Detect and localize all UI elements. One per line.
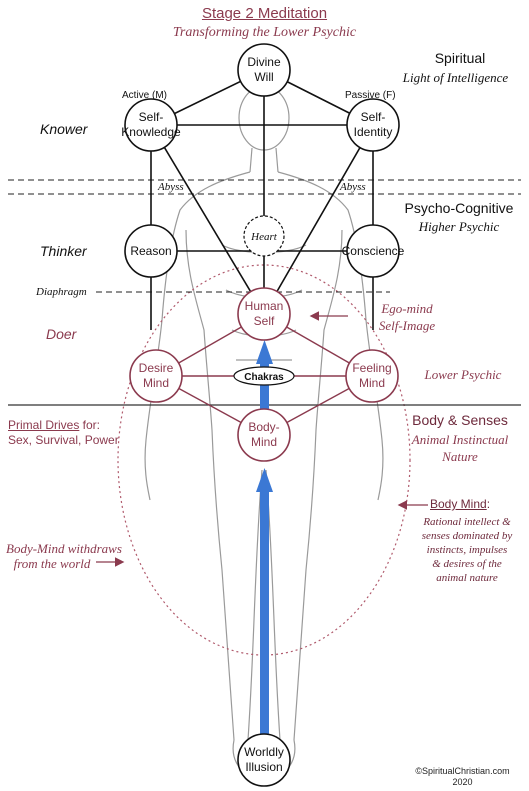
- body-mind-note-colon: :: [486, 497, 491, 511]
- copyright-line-2: 2020: [452, 777, 473, 787]
- desire-mind-label-2: Mind: [143, 376, 169, 390]
- page-subtitle: Transforming the Lower Psychic: [172, 25, 357, 40]
- passive-label: Passive (F): [345, 90, 396, 101]
- node-self-identity: [346, 98, 400, 152]
- heart-label: Heart: [250, 231, 278, 243]
- self-identity-label-2: Identity: [354, 125, 393, 139]
- body-mind-note-title-text: Body Mind: [430, 497, 487, 511]
- lower-psychic-label: Lower Psychic: [424, 367, 502, 382]
- active-label: Active (M): [122, 90, 167, 101]
- body-mind-desc-1: Rational intellect &: [423, 516, 511, 528]
- node-heart: [243, 215, 285, 257]
- node-desire-mind: [129, 349, 183, 403]
- body-mind-desc-2: senses dominated by: [421, 530, 513, 542]
- reason-label: Reason: [130, 244, 171, 258]
- body-senses-subtitle-2: Nature: [442, 449, 478, 464]
- page-title: Stage 2 Meditation: [201, 5, 328, 22]
- worldly-illusion-label-1: Worldly: [244, 745, 284, 759]
- primal-drives-suffix: for:: [79, 418, 101, 432]
- body-mind-label-1: Body-: [248, 420, 279, 434]
- upward-arrow-icon: [256, 340, 273, 743]
- self-knowledge-label-1: Self-: [139, 110, 164, 124]
- spiritual-title: Spiritual: [434, 50, 486, 66]
- abyss-left-label: Abyss: [158, 181, 184, 193]
- node-reason: [124, 224, 178, 278]
- self-identity-label-1: Self-: [361, 110, 386, 124]
- body-mind-desc-4: & desires of the: [432, 558, 502, 570]
- divine-will-label-1: Divine: [247, 55, 281, 69]
- abyss-right-label: Abyss: [340, 181, 366, 193]
- body-mind-label-2: Mind: [251, 435, 277, 449]
- feeling-mind-label-1: Feeling: [352, 361, 391, 375]
- node-worldly-illusion: [237, 733, 291, 787]
- copyright: ©SpiritualChristian.com 2020: [400, 766, 525, 788]
- self-knowledge-label-2: Knowledge: [121, 125, 181, 139]
- node-human-self: [237, 287, 291, 341]
- node-feeling-mind: [345, 349, 399, 403]
- ego-mind-label: Ego-mind: [381, 301, 433, 316]
- primal-drives-line-1: Primal Drives for:: [8, 418, 100, 433]
- withdraws-line-2: from the world: [13, 556, 91, 571]
- self-image-label: Self-Image: [378, 318, 436, 333]
- primal-drives-title: Primal Drives: [8, 418, 80, 432]
- desire-mind-label-1: Desire: [139, 361, 174, 375]
- body-mind-note-title: Body Mind:: [430, 497, 490, 511]
- node-chakras: [233, 366, 295, 386]
- node-divine-will: [237, 43, 291, 97]
- human-self-label-2: Self: [254, 314, 275, 328]
- human-self-label-1: Human: [245, 299, 284, 313]
- conscience-label: Conscience: [342, 244, 405, 258]
- node-conscience: [346, 224, 400, 278]
- body-mind-note-desc: Rational intellect & senses dominated by…: [408, 515, 526, 585]
- withdraws-line-1: Body-Mind withdraws: [6, 541, 122, 556]
- node-body-mind: [237, 408, 291, 462]
- worldly-illusion-label-2: Illusion: [245, 760, 282, 774]
- thinker-label: Thinker: [40, 243, 87, 259]
- body-mind-desc-5: animal nature: [436, 572, 498, 584]
- copyright-line-1: ©SpiritualChristian.com: [415, 766, 510, 776]
- body-senses-subtitle-1: Animal Instinctual: [411, 432, 509, 447]
- body-senses-title: Body & Senses: [412, 412, 508, 428]
- doer-label: Doer: [46, 326, 77, 342]
- psycho-cognitive-title: Psycho-Cognitive: [404, 200, 514, 216]
- node-self-knowledge: [124, 98, 178, 152]
- body-mind-desc-3: instincts, impulses: [426, 544, 508, 556]
- spiritual-subtitle: Light of Intelligence: [402, 70, 509, 85]
- chakras-label: Chakras: [244, 372, 284, 383]
- primal-drives-line-2: Sex, Survival, Power: [8, 433, 119, 447]
- feeling-mind-label-2: Mind: [359, 376, 385, 390]
- knower-label: Knower: [40, 121, 88, 137]
- psycho-cognitive-subtitle: Higher Psychic: [418, 219, 500, 234]
- divine-will-label-2: Will: [254, 70, 273, 84]
- body-mind-oval: [117, 264, 411, 656]
- diaphragm-label: Diaphragm: [36, 286, 90, 298]
